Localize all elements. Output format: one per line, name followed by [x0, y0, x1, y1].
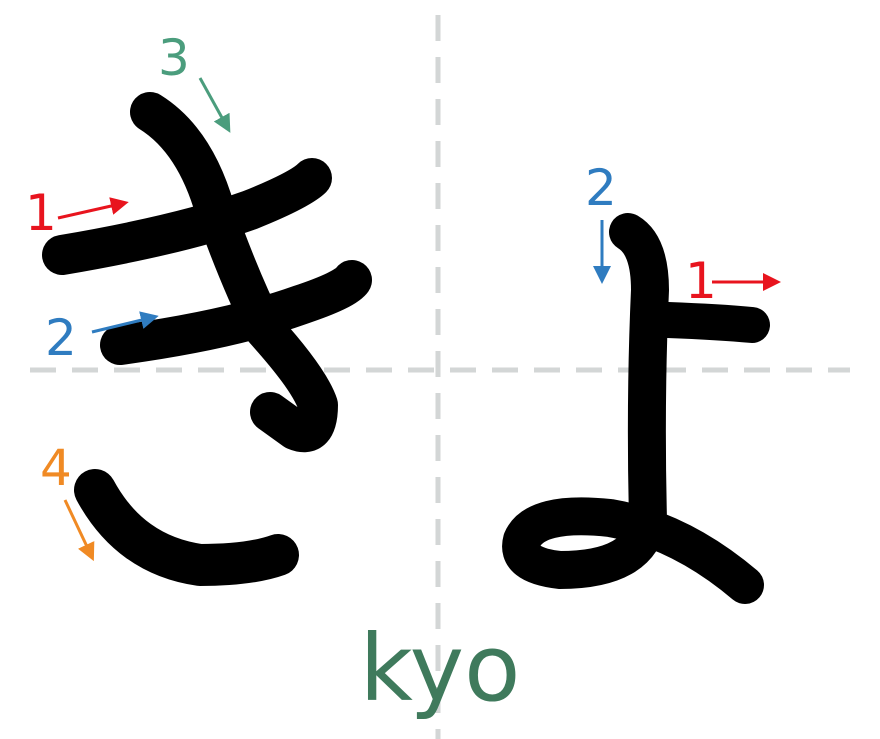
yo-stroke-2 — [502, 213, 764, 604]
ki-arrow-3 — [198, 77, 231, 133]
ki-arrow-1 — [57, 197, 129, 220]
ki-label-2: 2 — [45, 309, 77, 367]
ki-stroke-3 — [130, 92, 338, 453]
kana-ki — [42, 92, 372, 586]
romaji-label: kyo — [360, 615, 521, 722]
ki-label-4: 4 — [40, 439, 72, 497]
ki-label-3: 3 — [158, 29, 190, 87]
yo-label-2: 2 — [585, 159, 617, 217]
ki-label-1: 1 — [25, 184, 57, 242]
yo-stroke-1 — [650, 302, 770, 343]
ki-stroke-2 — [100, 260, 372, 365]
ki-stroke-4 — [74, 469, 299, 586]
ki-arrow-2 — [91, 311, 159, 334]
yo-label-1: 1 — [685, 252, 717, 310]
ki-arrow-4 — [63, 499, 95, 562]
kana-yo-small — [502, 213, 770, 604]
